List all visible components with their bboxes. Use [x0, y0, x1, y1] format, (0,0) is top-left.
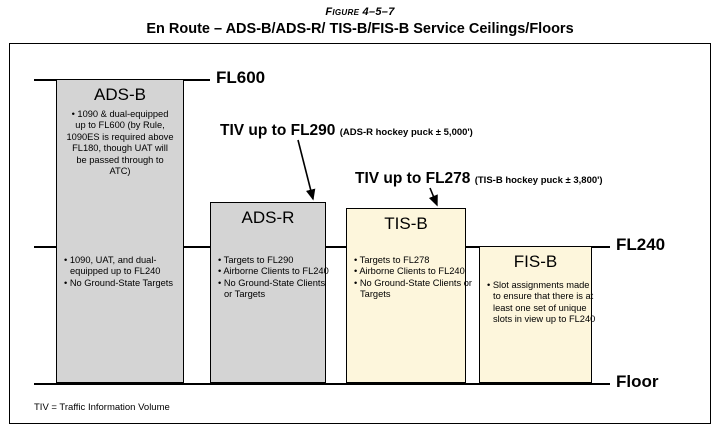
- column-lower-bullets-tis-b: • Targets to FL278 • Airborne Clients to…: [354, 255, 472, 300]
- column-ads-r: ADS-R: [210, 202, 326, 383]
- figure-caption: Figure 4–5–7: [325, 6, 395, 18]
- column-title-ads-b: ADS-B: [94, 85, 146, 104]
- footnote: TIV = Traffic Information Volume: [34, 402, 170, 413]
- annotation-tis-b-tiv: TIV up to FL278 (TIS-B hockey puck ± 3,8…: [355, 170, 603, 187]
- column-lower-bullets-ads-r: • Targets to FL290 • Airborne Clients to…: [218, 255, 329, 300]
- label-fl600: FL600: [216, 68, 266, 87]
- column-fis-b: FIS-B: [479, 246, 592, 383]
- floor-level-line: [34, 383, 610, 385]
- column-tis-b: TIS-B: [346, 208, 466, 383]
- column-lower-bullets-fis-b: • Slot assignments made to ensure that t…: [487, 280, 596, 325]
- diagram-canvas: ADS-B • 1090 & dual-equipped up to FL600…: [10, 44, 712, 425]
- column-title-ads-r: ADS-R: [241, 208, 295, 227]
- column-title-fis-b: FIS-B: [513, 252, 558, 271]
- label-fl240: FL240: [616, 235, 666, 254]
- annotation-ads-r-tiv: TIV up to FL290 (ADS-R hockey puck ± 5,0…: [220, 122, 473, 139]
- column-ads-b: ADS-B • 1090 & dual-equipped up to FL600…: [56, 79, 184, 383]
- column-title-tis-b: TIS-B: [384, 214, 428, 233]
- column-upper-text-ads-b: • 1090 & dual-equipped up to FL600 (by R…: [66, 109, 174, 177]
- column-lower-bullets-ads-b: • 1090, UAT, and dual-equipped up to FL2…: [64, 255, 174, 288]
- label-floor: Floor: [616, 372, 659, 391]
- diagram-frame: ADS-B • 1090 & dual-equipped up to FL600…: [9, 43, 711, 424]
- figure-title: En Route – ADS-B/ADS-R/ TIS-B/FIS-B Serv…: [146, 21, 574, 37]
